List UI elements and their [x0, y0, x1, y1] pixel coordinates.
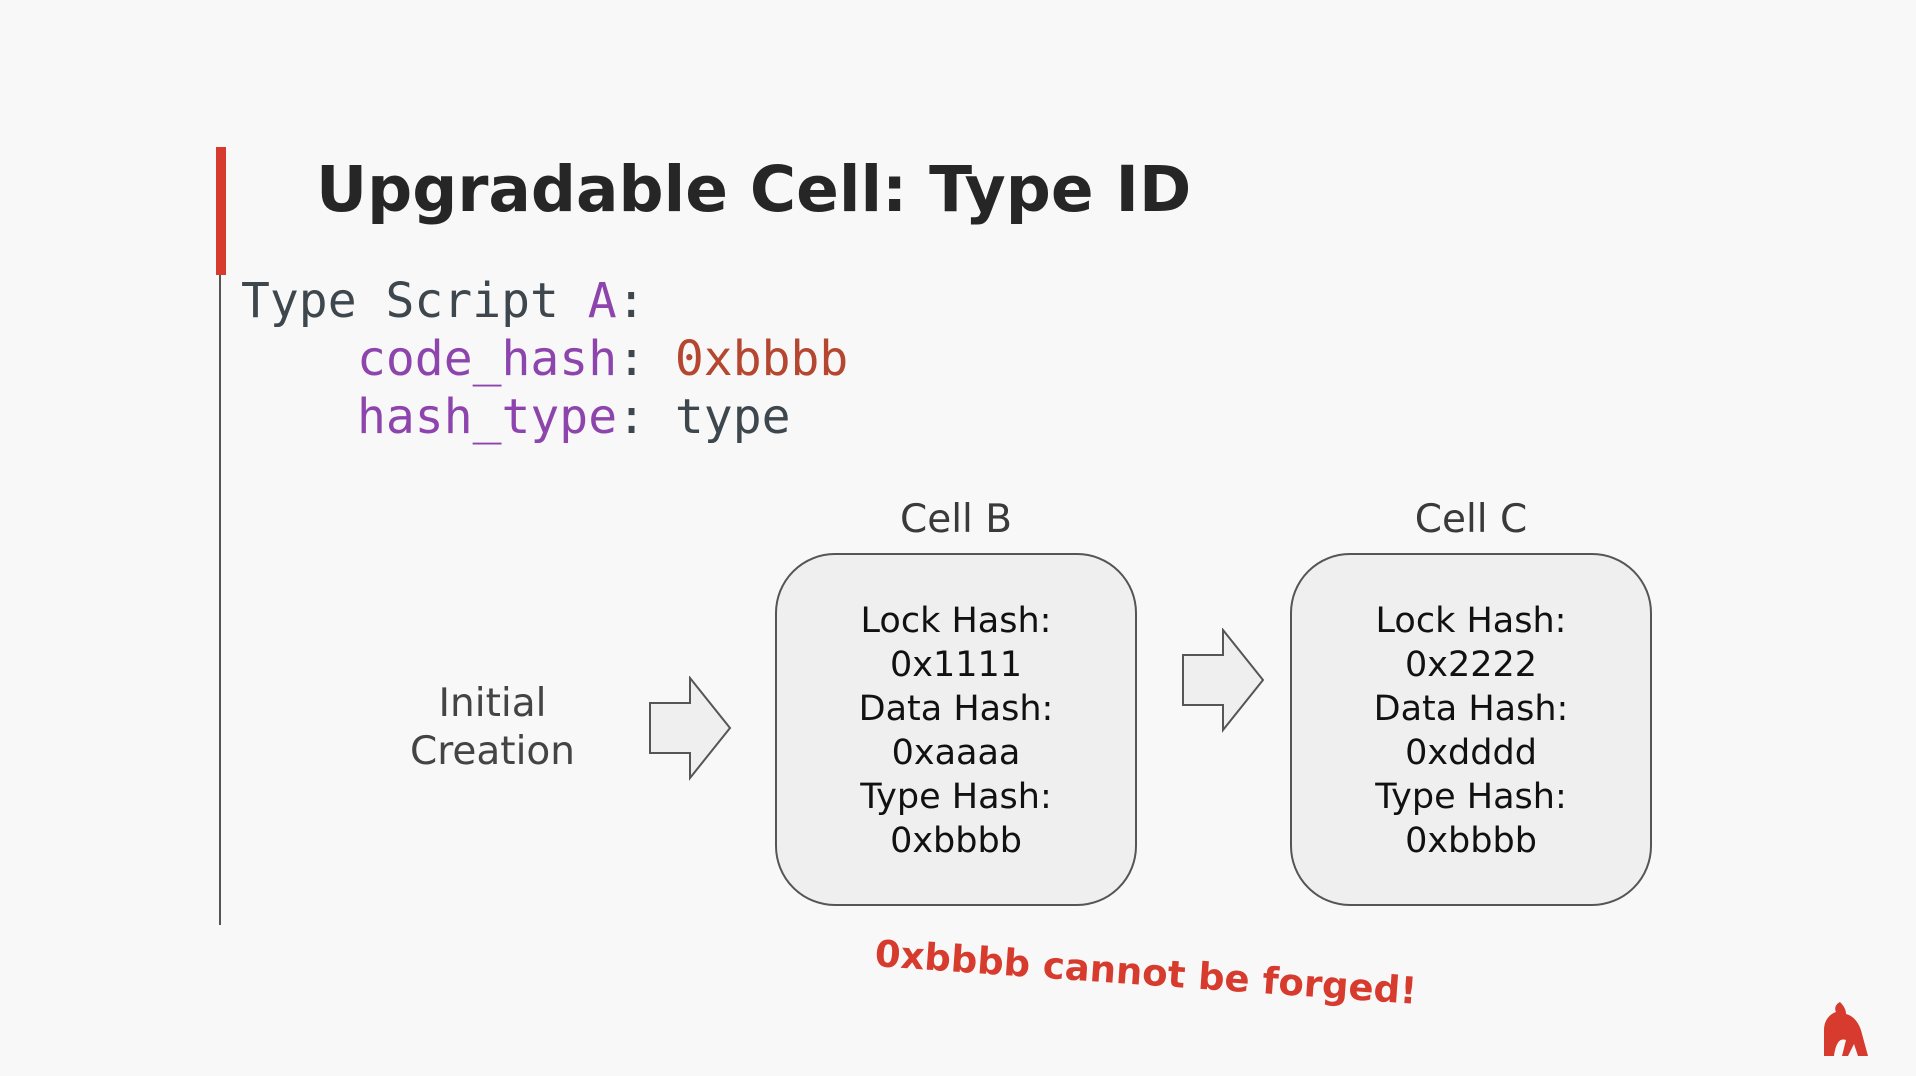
cell-b-type-hash-label: Type Hash:	[860, 777, 1052, 817]
cell-c-lock-hash-label: Lock Hash:	[1375, 601, 1567, 641]
cell-b-lock-hash-value: 0x1111	[889, 645, 1023, 685]
code-block: Type Script A: code_hash: 0xbbbb hash_ty…	[241, 272, 848, 446]
code-colon: :	[617, 331, 675, 387]
cell-b-title: Cell B	[899, 497, 1013, 542]
cell-b-data-hash-label: Data Hash:	[858, 689, 1054, 729]
slide-title: Upgradable Cell: Type ID	[316, 153, 1192, 226]
initial-label-line-1: Initial	[438, 681, 547, 726]
cell-b-lock-hash-label: Lock Hash:	[860, 601, 1052, 641]
code-key-hash-type: hash_type	[357, 389, 618, 445]
cell-b-type-hash-value: 0xbbbb	[890, 821, 1022, 861]
code-line-code-hash: code_hash: 0xbbbb	[241, 330, 848, 388]
code-line-hash-type: hash_type: type	[241, 388, 848, 446]
initial-label-line-2: Creation	[409, 729, 575, 774]
initial-creation-label: Initial Creation	[380, 680, 605, 776]
code-word-script: Script	[385, 273, 559, 329]
code-key-code-hash: code_hash	[357, 331, 618, 387]
cell-c-title: Cell C	[1414, 497, 1528, 542]
code-colon: :	[616, 273, 646, 329]
code-colon: :	[617, 389, 675, 445]
code-script-name: A	[587, 273, 617, 329]
cell-c-lock-hash-value: 0x2222	[1404, 645, 1538, 685]
cell-c-fields: Lock Hash: 0x2222 Data Hash: 0xdddd Type…	[1292, 599, 1650, 863]
left-rule-line	[219, 275, 221, 925]
cell-b-box: Lock Hash: 0x1111 Data Hash: 0xaaaa Type…	[775, 553, 1137, 906]
cell-c-type-hash-value: 0xbbbb	[1405, 821, 1537, 861]
code-value-code-hash: 0xbbbb	[674, 331, 849, 387]
code-value-hash-type: type	[674, 389, 791, 445]
code-line-header: Type Script A:	[241, 272, 848, 330]
cell-c-type-hash-label: Type Hash:	[1375, 777, 1567, 817]
cell-c-data-hash-value: 0xdddd	[1405, 733, 1537, 773]
code-word-type: Type	[241, 273, 357, 329]
right-arrow-icon	[649, 676, 732, 781]
right-arrow-icon	[1182, 628, 1265, 733]
cell-c-box: Lock Hash: 0x2222 Data Hash: 0xdddd Type…	[1290, 553, 1652, 906]
cell-b-fields: Lock Hash: 0x1111 Data Hash: 0xaaaa Type…	[777, 599, 1135, 863]
cell-c-data-hash-label: Data Hash:	[1373, 689, 1569, 729]
forgery-note: 0xbbbb cannot be forged!	[873, 932, 1419, 1013]
title-accent-bar	[216, 147, 226, 275]
cell-b-data-hash-value: 0xaaaa	[891, 733, 1021, 773]
logo-icon	[1824, 1002, 1868, 1056]
